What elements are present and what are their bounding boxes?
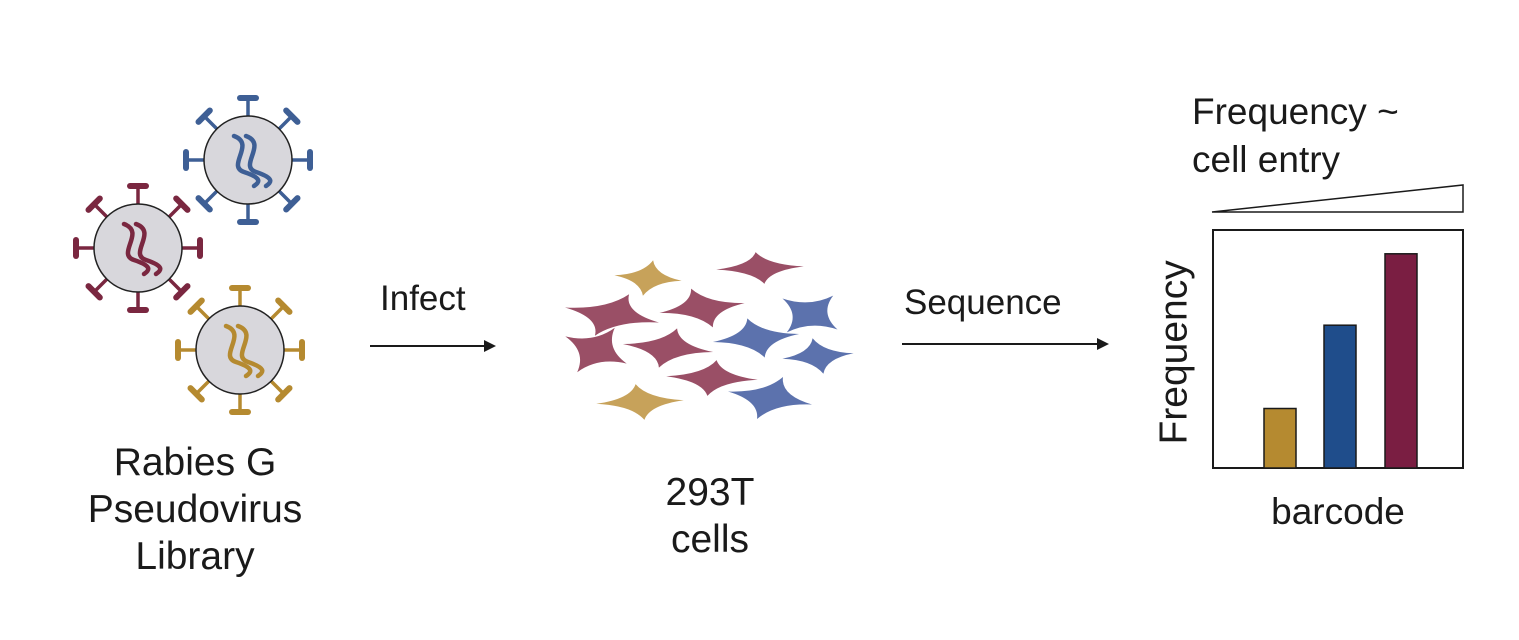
bar-2 bbox=[1323, 324, 1357, 469]
virion-genome bbox=[133, 221, 163, 277]
virion-spike-cap bbox=[283, 107, 301, 125]
library-caption: Rabies G Pseudovirus Library bbox=[40, 440, 350, 580]
virion-spike bbox=[269, 304, 286, 321]
virion-spike-cap bbox=[173, 283, 191, 301]
virion-spike bbox=[277, 114, 294, 131]
virion-spike-cap bbox=[187, 297, 205, 315]
virion-genome bbox=[235, 323, 265, 379]
virion-spike-cap bbox=[173, 195, 191, 213]
library-caption-line-2: Pseudovirus bbox=[87, 487, 303, 531]
result-header-line-2: cell entry bbox=[1192, 139, 1341, 181]
virion-spike bbox=[92, 277, 109, 294]
chart-xlabel: barcode bbox=[1271, 491, 1405, 532]
virion-blue bbox=[183, 95, 313, 225]
library-caption-line-3: Library bbox=[135, 534, 255, 578]
virion-spike-cap bbox=[195, 107, 213, 125]
virion-envelope bbox=[195, 305, 285, 395]
virion-genome bbox=[243, 133, 273, 189]
virion-envelope bbox=[93, 203, 183, 293]
bar-1 bbox=[1263, 407, 1297, 469]
virion-envelope bbox=[203, 115, 293, 205]
virion-spike-cap bbox=[275, 385, 293, 403]
frequency-bar-chart bbox=[1212, 229, 1464, 469]
result-header-line-1: Frequency ~ bbox=[1192, 91, 1399, 132]
cells-caption-line-1: 293T bbox=[665, 471, 755, 514]
increasing-wedge bbox=[1211, 184, 1464, 213]
cell bbox=[782, 295, 838, 333]
cells-caption: 293T cells bbox=[610, 470, 810, 564]
virion-gold bbox=[175, 285, 305, 415]
virion-red bbox=[73, 183, 203, 313]
cell bbox=[728, 377, 812, 419]
infect-label: Infect bbox=[380, 279, 466, 318]
cell bbox=[782, 338, 854, 374]
chart-ylabel: Frequency bbox=[1152, 260, 1196, 445]
cell bbox=[565, 294, 659, 336]
sequence-label: Sequence bbox=[904, 283, 1062, 322]
virion-spike-cap bbox=[275, 297, 293, 315]
virion-spike bbox=[167, 277, 184, 294]
library-caption-line-1: Rabies G bbox=[113, 441, 277, 484]
bar-3 bbox=[1384, 253, 1418, 469]
cell bbox=[716, 252, 804, 284]
result-header: Frequency ~ cell entry bbox=[1192, 88, 1399, 184]
cell bbox=[712, 318, 800, 358]
virion-spike bbox=[277, 189, 294, 206]
virion-spike-cap bbox=[85, 283, 103, 301]
virion-spike-cap bbox=[195, 195, 213, 213]
cell bbox=[659, 288, 745, 328]
cell-cluster bbox=[565, 252, 854, 420]
cells-caption-line-2: cells bbox=[670, 517, 750, 561]
virion-genome bbox=[121, 221, 151, 277]
cell bbox=[622, 328, 714, 368]
cell bbox=[666, 360, 758, 396]
virion-spike-cap bbox=[85, 195, 103, 213]
cell bbox=[614, 260, 682, 296]
virion-genome bbox=[231, 133, 261, 189]
virion-spike bbox=[269, 379, 286, 396]
virion-genome bbox=[223, 323, 253, 379]
bar-group bbox=[1263, 253, 1418, 469]
virion-spike-cap bbox=[187, 385, 205, 403]
virion-spike-cap bbox=[283, 195, 301, 213]
cell bbox=[596, 384, 684, 420]
cell bbox=[565, 327, 627, 373]
